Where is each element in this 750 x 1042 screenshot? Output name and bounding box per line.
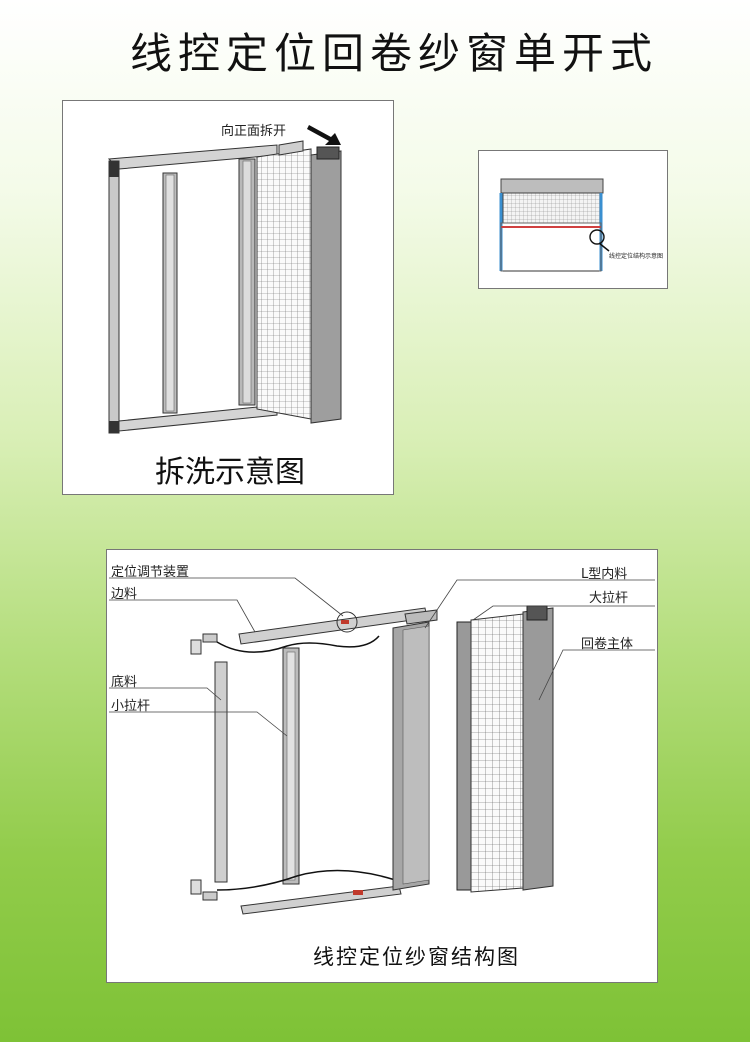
panel3-caption: 线控定位纱窗结构图: [313, 945, 520, 969]
label-big-pull-bar: 大拉杆: [589, 591, 629, 606]
label-bottom-profile: 底料: [111, 675, 138, 690]
window-frame-illustration: [107, 125, 342, 434]
structure-panel: 定位调节装置 边料 底料 小拉杆 L型内料 大拉杆 回卷主体 线控定位纱窗结构图: [106, 549, 658, 983]
inset-panel: 线控定位结构示意图: [478, 150, 668, 289]
label-positioning-device: 定位调节装置: [111, 565, 190, 580]
label-side-profile: 边料: [111, 587, 138, 602]
inset-illustration: [499, 178, 610, 272]
inset-label: 线控定位结构示意图: [609, 253, 664, 260]
label-roll-body: 回卷主体: [581, 637, 634, 652]
page-title: 线控定位回卷纱窗单开式: [130, 29, 659, 78]
label-l-inner-profile: L型内料: [581, 567, 628, 582]
disassembly-panel: 向正面拆开 拆洗示意图: [62, 100, 394, 495]
panel1-caption: 拆洗示意图: [155, 455, 305, 490]
structure-illustration: [109, 577, 655, 915]
arrow-label: 向正面拆开: [221, 124, 287, 139]
label-small-pull-bar: 小拉杆: [111, 699, 151, 714]
